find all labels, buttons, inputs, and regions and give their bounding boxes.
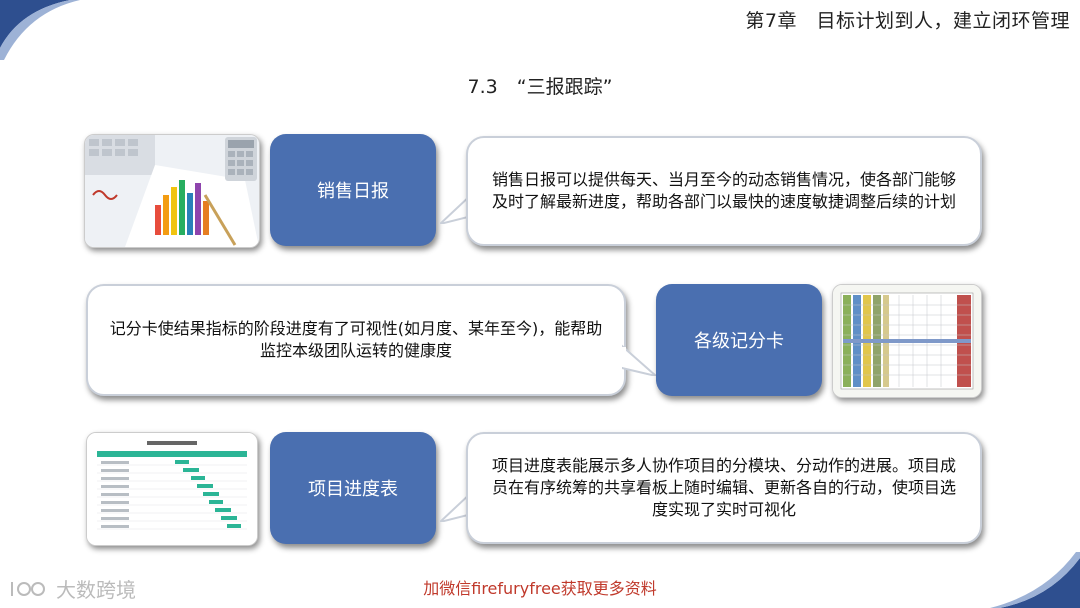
sales-daily-report-description: 销售日报可以提供每天、当月至今的动态销售情况，使各部门能够及时了解最新进度，帮助… [466, 136, 982, 246]
corner-swoosh-top-left [0, 0, 120, 60]
bubble-tail-right [622, 342, 656, 376]
project-gantt-chart-image [86, 432, 258, 546]
project-schedule-label: 项目进度表 [270, 432, 436, 544]
sales-daily-report-label: 销售日报 [270, 134, 436, 246]
chapter-title: 第7章 目标计划到人，建立闭环管理 [745, 6, 1070, 33]
scorecard-description: 记分卡使结果指标的阶段进度有了可视性(如月度、某年至今)，能帮助监控本级团队运转… [86, 284, 626, 396]
project-schedule-description: 项目进度表能展示多人协作项目的分模块、分动作的进展。项目成员在有序统筹的共享看板… [466, 432, 982, 544]
scorecard-label: 各级记分卡 [656, 284, 822, 396]
scorecard-spreadsheet-image [832, 284, 982, 398]
section-title: 7.3 “三报跟踪” [0, 72, 1080, 99]
footer-note: 加微信firefuryfree获取更多资料 [0, 575, 1080, 599]
sales-report-photo [84, 134, 260, 248]
